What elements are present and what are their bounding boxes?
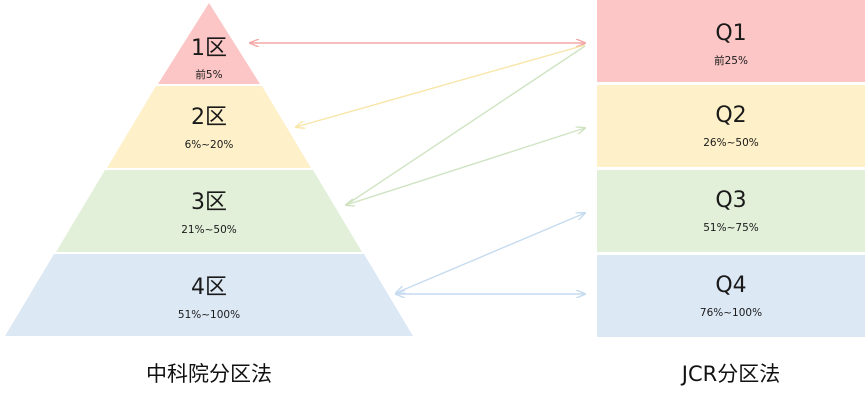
- jcr-blocks: Q1 前25% Q2 26%~50% Q3 51%~75% Q4 76%~100…: [597, 0, 865, 337]
- pyramid-tier-4: [5, 254, 413, 336]
- jcr-q3-title: Q3: [715, 188, 746, 213]
- jcr-q1-range: 前25%: [714, 54, 748, 67]
- tier-1-title: 1区: [191, 36, 227, 61]
- jcr-q4-title: Q4: [715, 273, 746, 298]
- connector-q2-3zone: [346, 128, 585, 205]
- jcr-q3-range: 51%~75%: [703, 222, 758, 234]
- pyramid-caption: 中科院分区法: [146, 362, 272, 386]
- jcr-q2-title: Q2: [715, 103, 746, 128]
- tier-3-range: 21%~50%: [181, 224, 236, 236]
- jcr-q1-block: [597, 0, 865, 82]
- tier-2-range: 6%~20%: [185, 139, 234, 151]
- connectors: [250, 43, 585, 294]
- jcr-q4-block: [597, 255, 865, 337]
- jcr-q2-block: [597, 85, 865, 167]
- tier-1-range: 前5%: [195, 68, 222, 81]
- connector-q1-3zone: [345, 45, 586, 206]
- tier-4-range: 51%~100%: [178, 309, 240, 321]
- jcr-q1-title: Q1: [715, 21, 746, 46]
- pyramid-tier-1: [158, 3, 260, 84]
- jcr-q2-range: 26%~50%: [703, 137, 758, 149]
- pyramid-tier-3: [56, 170, 362, 252]
- jcr-caption: JCR分区法: [680, 362, 780, 386]
- tier-3-title: 3区: [191, 190, 227, 215]
- jcr-q3-block: [597, 170, 865, 252]
- jcr-q4-range: 76%~100%: [700, 307, 762, 319]
- connector-q1-2zone: [296, 44, 586, 127]
- pyramid-tier-2: [107, 86, 311, 168]
- tier-4-title: 4区: [191, 275, 227, 300]
- tier-2-title: 2区: [191, 105, 227, 130]
- connector-q3-4zone: [396, 213, 585, 293]
- pyramid: 1区 前5% 2区 6%~20% 3区 21%~50% 4区 51%~100%: [5, 3, 413, 336]
